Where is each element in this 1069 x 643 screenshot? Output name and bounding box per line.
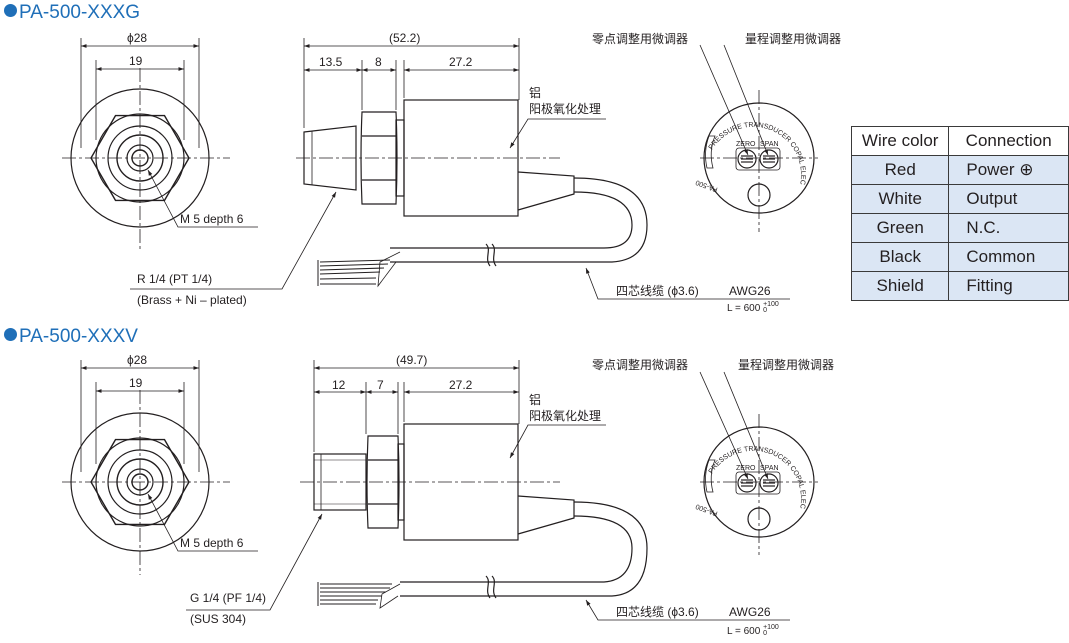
section-v-side-view bbox=[186, 360, 790, 621]
body-material-label: 铝 bbox=[529, 86, 542, 100]
dim-fitting-length: 13.5 bbox=[319, 55, 343, 69]
dim-nut-length: 8 bbox=[375, 55, 382, 69]
dim-nut-length: 7 bbox=[377, 378, 384, 392]
dim-total-length: (49.7) bbox=[396, 353, 428, 367]
table-row: Black Common bbox=[850, 242, 1069, 272]
face-model-label-2: PA-500 bbox=[695, 502, 719, 516]
material-label: (SUS 304) bbox=[190, 612, 247, 626]
thread-label: R 1/4 (PT 1/4) bbox=[137, 272, 213, 286]
span-trimmer-label: 量程调整用微调器 bbox=[738, 358, 835, 372]
span-trimmer-label: 量程调整用微调器 bbox=[745, 32, 842, 46]
face-zero-label-1: ZERO bbox=[736, 141, 756, 148]
dim-body-length: 27.2 bbox=[449, 55, 473, 69]
dim-total-length: (52.2) bbox=[389, 31, 421, 45]
connection-cell: Output bbox=[948, 184, 1069, 214]
wire-color-table: Wire color Connection Red Power ⊕ White … bbox=[850, 126, 1069, 301]
wire-color-cell: White bbox=[850, 184, 950, 214]
face-span-label-1: SPAN bbox=[760, 141, 779, 148]
header-wire-color: Wire color bbox=[850, 126, 950, 156]
table-row: White Output bbox=[850, 184, 1069, 214]
table-row: Shield Fitting bbox=[850, 271, 1069, 301]
section-v-front-view bbox=[62, 360, 258, 575]
table-row: Green N.C. bbox=[850, 213, 1069, 243]
wire-color-cell: Green bbox=[850, 213, 950, 243]
dim-fitting-length: 12 bbox=[332, 378, 346, 392]
material-label: (Brass + Ni – plated) bbox=[137, 293, 247, 307]
thread-label: G 1/4 (PF 1/4) bbox=[190, 591, 267, 605]
face-zero-label-2: ZERO bbox=[736, 465, 756, 472]
wire-color-cell: Black bbox=[850, 242, 950, 272]
tap-label: M 5 depth 6 bbox=[180, 536, 244, 550]
table-header-row: Wire color Connection bbox=[850, 126, 1069, 156]
section-v-face-view bbox=[699, 371, 818, 555]
section-title-v: PA-500-XXXV bbox=[4, 326, 138, 348]
awg-label: AWG26 bbox=[729, 605, 771, 619]
section-g-side-view bbox=[130, 38, 790, 300]
bullet-icon bbox=[4, 328, 17, 341]
section-g-front-view bbox=[62, 38, 258, 250]
face-brand-text-1: PRESSURE TRANSDUCER COPAL ELECTRONICS bbox=[0, 0, 806, 185]
tap-label: M 5 depth 6 bbox=[180, 212, 244, 226]
face-model-label-1: PA-500 bbox=[695, 178, 719, 192]
dim-outer-diameter: ϕ28 bbox=[127, 353, 148, 367]
cable-label: 四芯线缆 (ϕ3.6) bbox=[616, 605, 699, 619]
body-finish-label: 阳极氧化处理 bbox=[529, 102, 602, 116]
dim-hex-width: 19 bbox=[129, 54, 143, 68]
face-span-label-2: SPAN bbox=[760, 465, 779, 472]
dim-outer-diameter: ϕ28 bbox=[127, 31, 148, 45]
wire-color-cell: Red bbox=[850, 155, 950, 185]
zero-trimmer-label: 零点调整用微调器 bbox=[592, 358, 689, 372]
cable-label: 四芯线缆 (ϕ3.6) bbox=[616, 284, 699, 298]
face-brand-text-2: PRESSURE TRANSDUCER COPAL ELECTRONICS bbox=[0, 0, 806, 509]
section-g-face-view bbox=[699, 44, 818, 232]
header-connection: Connection bbox=[948, 126, 1069, 156]
body-material-label: 铝 bbox=[529, 393, 542, 407]
table-row: Red Power ⊕ bbox=[850, 155, 1069, 185]
awg-label: AWG26 bbox=[729, 284, 771, 298]
body-finish-label: 阳极氧化处理 bbox=[529, 409, 602, 423]
section-title-g: PA-500-XXXG bbox=[4, 2, 140, 24]
dim-hex-width: 19 bbox=[129, 376, 143, 390]
wire-color-cell: Shield bbox=[850, 271, 950, 301]
zero-trimmer-label: 零点调整用微调器 bbox=[592, 32, 689, 46]
connection-cell: Power ⊕ bbox=[948, 155, 1069, 185]
connection-cell: Fitting bbox=[948, 271, 1069, 301]
bullet-icon bbox=[4, 4, 17, 17]
connection-cell: Common bbox=[948, 242, 1069, 272]
dim-body-length: 27.2 bbox=[449, 378, 473, 392]
connection-cell: N.C. bbox=[948, 213, 1069, 243]
